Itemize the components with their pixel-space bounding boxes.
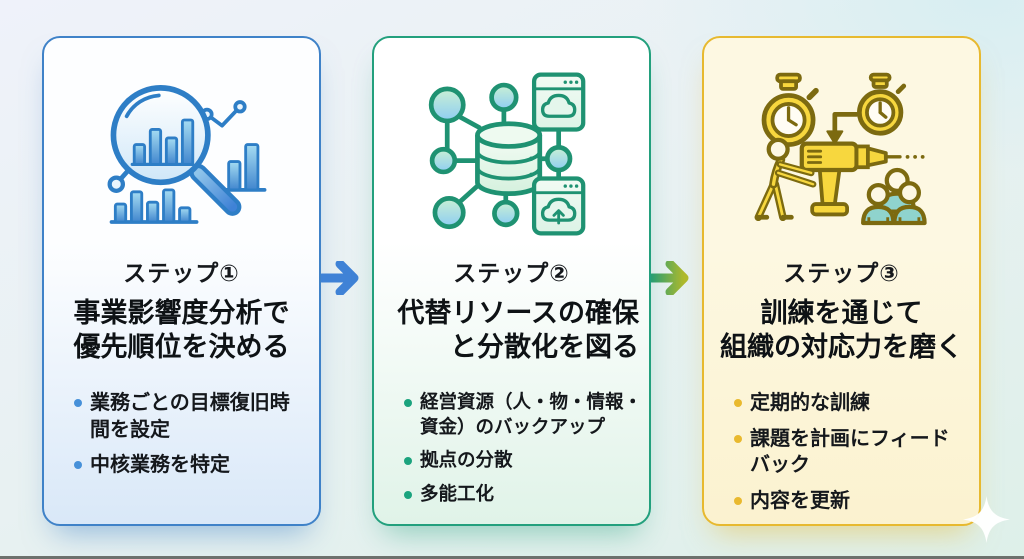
bullet-item: 拠点の分散 — [404, 448, 635, 473]
step-card-2: ステップ② 代替リソースの確保 と分散化を図る 経営資源（人・物・情報・ 資金）… — [372, 36, 651, 526]
step-label: ステップ① — [123, 260, 240, 286]
bullet-dot — [74, 399, 82, 408]
bullet-dot — [404, 457, 412, 466]
step-title: 代替リソースの確保 と分散化を図る — [397, 298, 639, 363]
bullet-text: 拠点の分散 — [420, 449, 513, 471]
bullet-list: 業務ごとの目標復旧時 間を設定中核業務を特定 — [44, 390, 319, 479]
bullet-dot — [734, 496, 742, 505]
drill — [799, 141, 925, 217]
bullet-text: 定期的な訓練 — [750, 392, 870, 415]
database-network-icon — [374, 68, 649, 240]
bullet-text: 課題を計画にフィード バック — [750, 427, 950, 477]
magnifier-chart-icon — [44, 68, 319, 240]
audience-figures — [861, 167, 927, 226]
bullet-list: 定期的な訓練課題を計画にフィード バック内容を更新 — [704, 390, 979, 514]
bullet-dot — [404, 490, 412, 499]
bullet-item: 中核業務を特定 — [74, 452, 305, 479]
step-card-3: ステップ③ 訓練を通じて 組織の対応力を磨く 定期的な訓練課題を計画にフィード … — [702, 36, 981, 526]
bullet-text: 経営資源（人・物・情報・ 資金）のバックアップ — [420, 391, 643, 437]
sparkle-icon — [963, 496, 1010, 543]
bullet-dot — [404, 399, 412, 408]
step-label: ステップ② — [453, 260, 570, 286]
stopwatch-right — [857, 72, 907, 136]
step1-to-step2-arrow-icon — [317, 259, 369, 297]
bullet-list: 経営資源（人・物・情報・ 資金）のバックアップ拠点の分散多能工化 — [374, 390, 649, 506]
bullet-text: 業務ごとの目標復旧時 間を設定 — [90, 392, 290, 441]
bullet-text: 中核業務を特定 — [90, 454, 230, 477]
bullet-dot — [734, 434, 742, 443]
bullet-item: 多能工化 — [404, 482, 635, 507]
worker-figure — [754, 137, 817, 222]
stopwatch-left — [761, 72, 819, 147]
step2-to-step3-arrow-icon — [647, 259, 699, 297]
bullet-item: 経営資源（人・物・情報・ 資金）のバックアップ — [404, 390, 642, 439]
step-title: 事業影響度分析で 優先順位を決める — [73, 298, 290, 363]
training-drill-icon — [704, 68, 979, 240]
bullet-text: 多能工化 — [420, 482, 495, 504]
step-title: 訓練を通じて 組織の対応力を磨く — [720, 298, 963, 363]
bullet-dot — [734, 399, 742, 408]
step-card-1: ステップ① 事業影響度分析で 優先順位を決める 業務ごとの目標復旧時 間を設定中… — [42, 36, 321, 526]
bullet-item: 定期的な訓練 — [734, 390, 965, 417]
bullet-item: 内容を更新 — [734, 488, 965, 515]
bullet-dot — [74, 461, 82, 470]
bullet-item: 業務ごとの目標復旧時 間を設定 — [74, 390, 305, 443]
bottom-edge-bar — [0, 556, 1024, 559]
step-label: ステップ③ — [783, 260, 900, 286]
bullet-item: 課題を計画にフィード バック — [734, 426, 965, 479]
bullet-text: 内容を更新 — [750, 489, 850, 512]
